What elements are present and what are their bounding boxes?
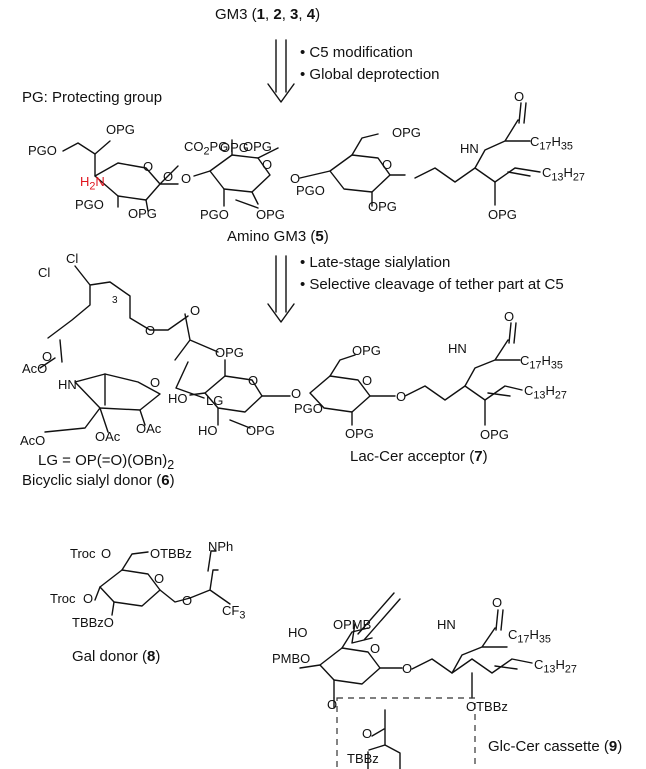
acceptor-7-caption: Lac-Cer acceptor (7) (350, 448, 488, 465)
target-gm3-label: GM3 (1, 2, 3, 4) (215, 6, 321, 23)
atom-label: OPG (352, 343, 381, 358)
atom-label: O (145, 323, 156, 338)
atom-label: PGO (200, 207, 229, 222)
donor-8-structure (94, 550, 231, 616)
atom-label: OPG (256, 207, 285, 222)
atom-label: OTBBz (466, 699, 508, 714)
donor-6-caption: Bicyclic sialyl donor (6) (22, 472, 175, 489)
atom-label: C13H27 (524, 383, 567, 402)
atom-label: OTBBz (150, 546, 192, 561)
atom-label: C17H35 (508, 627, 551, 646)
cassette-9-caption: Glc-Cer cassette (9) (488, 738, 623, 755)
leaving-group-definition: LG = OP(=O)(OBn)2 (38, 452, 175, 472)
atom-label: CF3 (222, 603, 246, 622)
donor-6-structure (39, 265, 219, 433)
atom-label: OPG (246, 423, 275, 438)
donor-8-caption: Gal donor (8) (72, 648, 161, 665)
atom-label: O (370, 641, 381, 656)
atom-label: OPG (215, 345, 244, 360)
atom-label: O (190, 303, 201, 318)
atom-label: PGO (75, 197, 104, 212)
atom-label: O (181, 171, 192, 186)
atom-label: OPG (106, 122, 135, 137)
atom-label: OAc (136, 421, 162, 436)
atom-label: 3 (112, 295, 118, 306)
atom-label: OPG (128, 206, 157, 221)
amino-gm3-caption: Amino GM3 (5) (227, 228, 329, 245)
atom-label: HO (288, 625, 308, 640)
atom-label: O (514, 89, 525, 104)
step2-late-stage-sialylation: • Late-stage sialylation (300, 254, 451, 271)
atom-label: O (154, 571, 165, 586)
acceptor-7-structure (189, 322, 523, 429)
atom-label: OPG (220, 140, 249, 155)
atom-label: O (492, 595, 503, 610)
atom-label: OPG (392, 125, 421, 140)
atom-label: O (83, 591, 94, 606)
atom-label: Troc (50, 591, 76, 606)
atom-label: O (327, 697, 338, 712)
atom-label: PMBO (272, 651, 311, 666)
step2-selective-cleavage: • Selective cleavage of tether part at C… (300, 276, 564, 293)
atom-label: Cl (38, 265, 51, 280)
atom-label: AcO (22, 361, 48, 376)
atom-label: O (402, 661, 413, 676)
atom-label: O (382, 157, 393, 172)
atom-label: HO (198, 423, 218, 438)
cassette-9-structure (299, 609, 533, 769)
tbbz-dashed-box (336, 697, 476, 769)
atom-label: OPG (345, 426, 374, 441)
retro-arrow-3 (351, 592, 401, 644)
atom-label: OPG (243, 139, 272, 154)
atom-label: O (182, 593, 193, 608)
pg-legend: PG: Protecting group (22, 89, 163, 106)
atom-label: O (101, 546, 112, 561)
atom-label: NPh (208, 539, 234, 554)
atom-label: O (504, 309, 515, 324)
atom-label: HO (168, 391, 188, 406)
atom-label: O (163, 169, 174, 184)
atom-label: OAc (95, 429, 121, 444)
atom-label: O (362, 373, 373, 388)
step1-c5-modification: • C5 modification (300, 44, 413, 61)
atom-label: O (362, 726, 373, 741)
atom-label: O (291, 386, 302, 401)
atom-label: C13H27 (542, 165, 585, 184)
atom-label: OPG (488, 207, 517, 222)
atom-label: O (42, 349, 53, 364)
atom-label: HN (460, 141, 479, 156)
atom-label: OPG (480, 427, 509, 442)
atom-label: Troc (70, 546, 96, 561)
atom-label: OPG (368, 199, 397, 214)
atom-label: AcO (20, 433, 46, 448)
atom-label: O (150, 375, 161, 390)
atom-label: HN (437, 617, 456, 632)
amino-gm3-structure (62, 102, 541, 212)
atom-label: HN (58, 377, 77, 392)
atom-label: O (290, 171, 301, 186)
atom-label: PGO (28, 143, 57, 158)
atom-label: O (396, 389, 407, 404)
atom-label: PGO (296, 183, 325, 198)
atom-label: HN (448, 341, 467, 356)
atom-label: C13H27 (534, 657, 577, 676)
retro-arrow-2 (267, 255, 295, 323)
tbbz-label: TBBz (347, 751, 379, 766)
amino-group-label: H2N (80, 174, 105, 193)
atom-label: C17H35 (530, 134, 573, 153)
atom-label: CO2PG (184, 139, 229, 158)
atom-label: OPMB (333, 617, 372, 632)
atom-label: O (143, 159, 154, 174)
step1-global-deprotection: • Global deprotection (300, 66, 440, 83)
atom-label: TBBzO (72, 615, 114, 630)
atom-label: O (248, 373, 259, 388)
atom-label: Cl (66, 251, 79, 266)
atom-label: O (262, 157, 273, 172)
atom-label: C17H35 (520, 353, 563, 372)
atom-label: PGO (294, 401, 323, 416)
atom-label: LG (206, 393, 224, 408)
retro-arrow-1 (267, 39, 295, 103)
